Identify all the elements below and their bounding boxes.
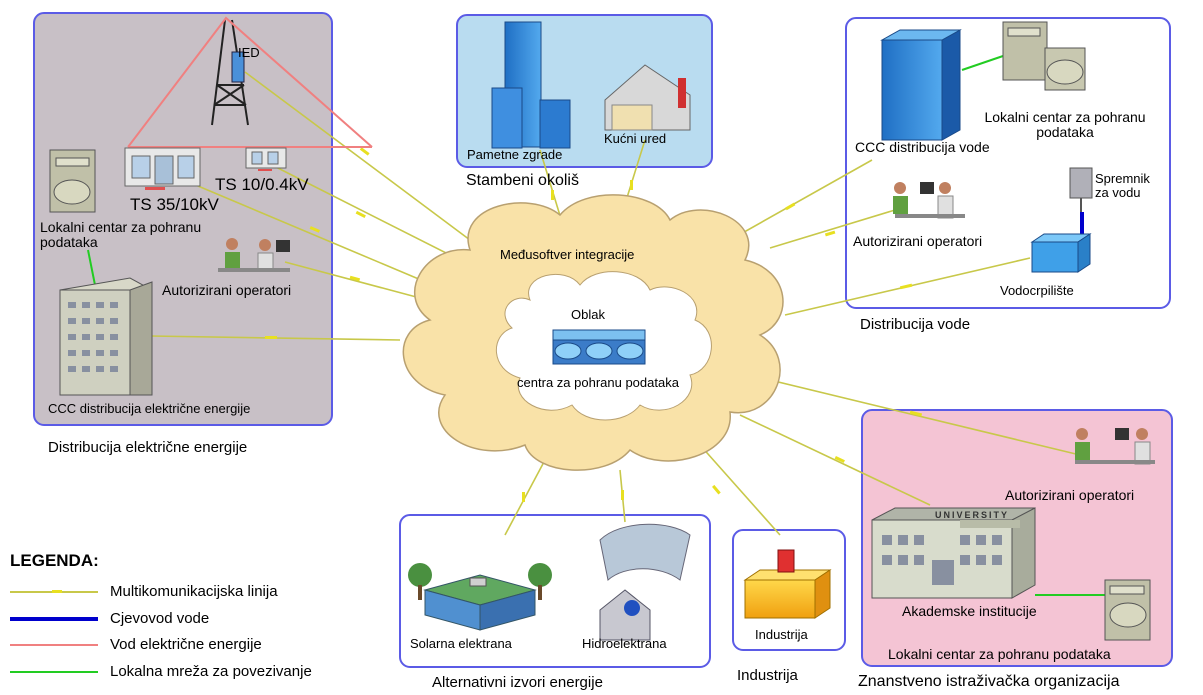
residential-caption: Stambeni okoliš — [466, 172, 579, 189]
storage-center-label: centra za pohranu podataka — [517, 375, 679, 390]
industry-caption: Industrija — [737, 667, 798, 684]
solar-plant-icon — [408, 563, 552, 631]
substation-35-icon — [124, 147, 201, 190]
research-operators-label: Autorizirani operatori — [1005, 487, 1135, 503]
pumping-station-icon — [1030, 233, 1092, 273]
industry-icon — [743, 549, 832, 619]
substation-35-label: TS 35/10kV — [130, 195, 219, 214]
pumping-station-label: Vodocrpilište — [1000, 283, 1074, 298]
power-line — [127, 16, 373, 148]
legend-item-water: Cjevovod vode — [110, 610, 210, 627]
research-operators-icon — [1075, 428, 1155, 465]
industry-label: Industrija — [755, 627, 808, 642]
middleware-label: Međusoftver integracije — [500, 247, 635, 262]
electric-ccc-label: CCC distribucija električne energije — [48, 401, 251, 416]
legend-title: LEGENDA: — [10, 551, 99, 570]
water-operators-icon — [893, 182, 965, 219]
alternative-caption: Alternativni izvori energije — [432, 674, 603, 691]
hydro-plant-icon — [599, 523, 691, 641]
university-sign: UNIVERSITY — [935, 510, 1010, 520]
ccc-water-building-icon — [880, 29, 962, 141]
local-network-line — [961, 55, 1004, 71]
solar-label: Solarna elektrana — [410, 636, 512, 651]
cloud-label: Oblak — [571, 307, 605, 322]
water-operators-label: Autorizirani operatori — [853, 233, 983, 249]
line-markers — [265, 147, 923, 502]
legend-item-lan: Lokalna mreža za povezivanje — [110, 663, 312, 680]
water-ccc-label: CCC distribucija vode — [855, 139, 990, 155]
research-local-server-icon — [1104, 579, 1151, 641]
local-server-icon — [49, 149, 96, 213]
home-office-icon — [604, 64, 691, 131]
local-network-line — [87, 249, 96, 286]
hydro-label: Hidroelektrana — [582, 636, 667, 651]
ied-device-icon — [231, 51, 245, 83]
substation-10-icon — [245, 147, 287, 171]
academic-label: Akademske institucije — [902, 603, 1037, 619]
operators-icon — [218, 238, 290, 272]
water-tank-label: Spremnik za vodu — [1095, 171, 1150, 201]
water-caption: Distribucija vode — [860, 316, 971, 333]
legend-lines — [10, 590, 98, 673]
ied-label: IED — [238, 45, 260, 60]
research-caption: Znanstveno istraživačka organizacija — [858, 673, 1120, 690]
ccc-electric-building-icon — [59, 277, 153, 396]
electric-caption: Distribucija električne energije — [48, 439, 248, 456]
substation-10-label: TS 10/0.4kV — [215, 175, 309, 194]
smart-buildings-label: Pametne zgrade — [467, 147, 563, 162]
electric-operators-label: Autorizirani operatori — [162, 282, 292, 298]
research-local-center-label: Lokalni centar za pohranu podataka — [888, 646, 1111, 662]
legend-item-multicom: Multikomunikacijska linija — [110, 583, 278, 600]
storage-servers-icon — [552, 329, 646, 365]
university-building-icon — [871, 507, 1036, 599]
smart-buildings-icon — [491, 21, 571, 149]
home-office-label: Kućni ured — [604, 131, 667, 146]
legend-item-power: Vod električne energije — [110, 636, 262, 653]
electric-local-center-label: Lokalni centar za pohranu podataka — [40, 219, 202, 251]
water-local-server-icon — [1002, 21, 1086, 91]
water-local-center-label: Lokalni centar za pohranu podataka — [984, 109, 1146, 141]
